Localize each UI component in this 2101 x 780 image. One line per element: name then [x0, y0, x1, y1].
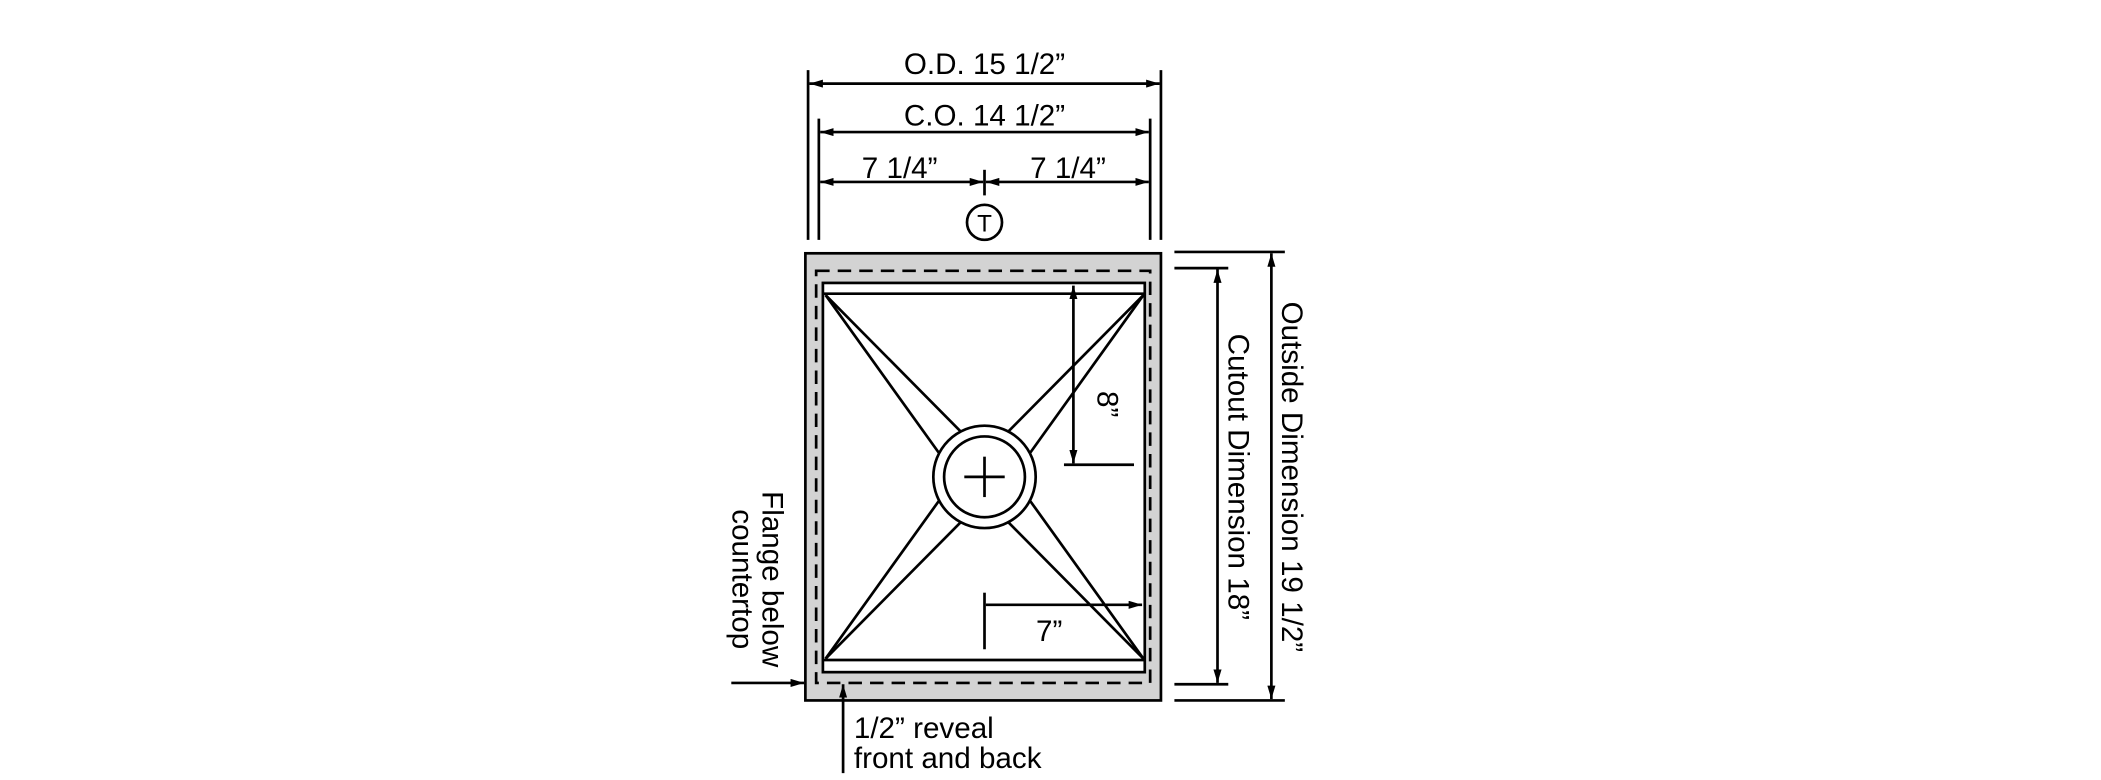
reveal-note-line2: front and back — [854, 742, 1042, 775]
drain-back-label: 8” — [1091, 391, 1124, 417]
drain-side-dimension: 7” — [983, 592, 1143, 650]
od-label: O.D. 15 1/2” — [904, 48, 1065, 81]
faucet-marker-icon: T — [965, 203, 1004, 242]
half-right-label: 7 1/4” — [1030, 152, 1106, 185]
cutout-depth-dimension: Cutout Dimension 18” — [1174, 266, 1254, 686]
co-dimension: C.O. 14 1/2” — [817, 99, 1152, 240]
flange-note-line1: Flange below — [755, 491, 788, 668]
drain-icon — [931, 424, 1038, 530]
flange-note-line2: countertop — [726, 509, 759, 649]
outside-depth-label: Outside Dimension 19 1/2” — [1275, 302, 1308, 653]
od-dimension: O.D. 15 1/2” — [806, 48, 1163, 240]
faucet-marker-label: T — [977, 211, 992, 238]
drain-side-label: 7” — [1036, 615, 1062, 648]
half-dimensions: 7 1/4” 7 1/4” — [820, 152, 1149, 196]
outside-depth-dimension: Outside Dimension 19 1/2” — [1174, 250, 1308, 702]
reveal-note-line1: 1/2” reveal — [854, 712, 994, 745]
flange-note: Flange below countertop — [726, 491, 805, 687]
half-left-label: 7 1/4” — [862, 152, 938, 185]
reveal-note: 1/2” reveal front and back — [839, 684, 1042, 775]
drain-back-dimension: 8” — [1063, 285, 1135, 467]
bowl-slope-lines — [824, 294, 1145, 660]
cutout-depth-label: Cutout Dimension 18” — [1221, 334, 1254, 620]
cutout-outline — [814, 269, 1152, 685]
co-label: C.O. 14 1/2” — [904, 99, 1065, 132]
